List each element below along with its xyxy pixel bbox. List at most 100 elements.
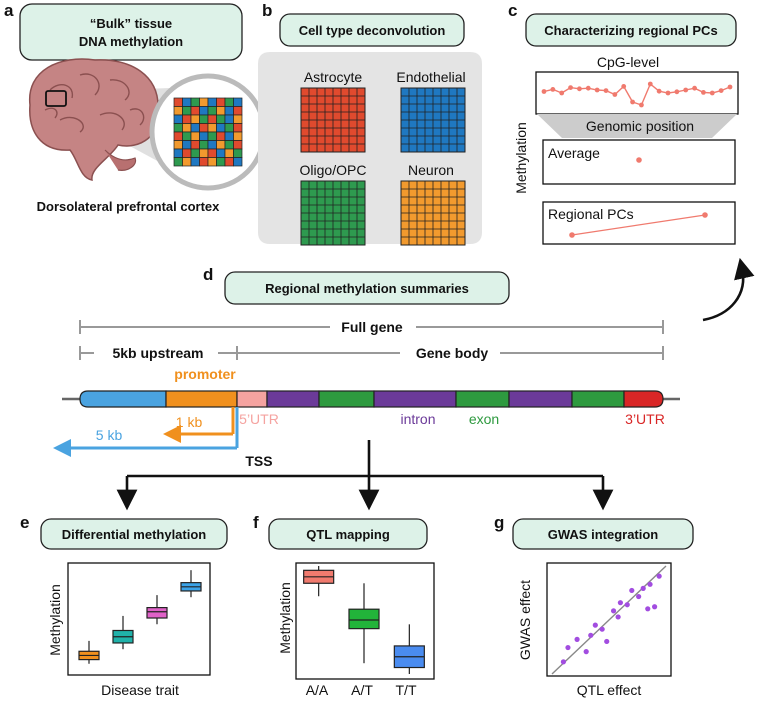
five-kb-label: 5 kb xyxy=(96,427,123,443)
mixed-cell xyxy=(182,157,192,167)
scatter-point xyxy=(592,622,598,628)
cell-label-neuron: Neuron xyxy=(408,162,454,178)
upstream-label: 5kb upstream xyxy=(112,345,203,361)
cpg-point xyxy=(727,84,733,90)
mixed-cell xyxy=(207,123,217,133)
mixed-cell xyxy=(216,97,226,107)
mixed-cell xyxy=(190,97,200,107)
cpg-point xyxy=(709,90,715,96)
mixed-cell xyxy=(233,106,243,116)
panel-f: f QTL mapping Methylation A/A A/T T/T xyxy=(253,513,435,698)
cpg-point xyxy=(639,102,644,108)
cpg-point xyxy=(692,85,697,91)
mixed-cell xyxy=(199,97,209,107)
regional-pc-point-1 xyxy=(569,232,575,238)
mixed-cell xyxy=(173,114,183,124)
cell-label-astrocyte: Astrocyte xyxy=(304,69,363,85)
panel-b-title: Cell type deconvolution xyxy=(299,23,446,38)
mixed-cell xyxy=(233,140,243,150)
segment-3utr xyxy=(623,390,664,408)
cell-grid-neuron xyxy=(400,180,466,246)
cpg-point xyxy=(585,85,591,91)
cell-grid-endothelial xyxy=(400,87,466,153)
panel-e-title-box xyxy=(40,518,228,550)
cpg-point xyxy=(621,84,627,89)
mixed-cell xyxy=(190,148,200,158)
mixed-cell xyxy=(190,114,200,124)
mixed-cell xyxy=(182,106,192,116)
panel-letter-e: e xyxy=(20,513,29,532)
cell-grid-astrocyte xyxy=(300,87,366,153)
regional-pc-line xyxy=(571,214,706,236)
segment-exon-1 xyxy=(318,390,375,408)
scatter-point xyxy=(604,638,610,645)
boxplot-box xyxy=(348,608,380,630)
mixed-cell xyxy=(207,140,217,150)
cpg-point xyxy=(559,90,565,96)
cpg-point xyxy=(683,87,689,93)
mixed-cell xyxy=(233,148,243,158)
panel-a-caption: Dorsolateral prefrontal cortex xyxy=(37,199,221,214)
mixed-cell xyxy=(224,106,234,116)
panel-e-boxplots xyxy=(78,570,202,664)
mixed-cell xyxy=(190,131,200,141)
mixed-cell xyxy=(216,148,226,158)
cpg-point xyxy=(541,89,547,94)
average-label: Average xyxy=(548,145,600,161)
scatter-point xyxy=(656,573,662,579)
exon-label: exon xyxy=(469,411,499,427)
panel-a-title-line1: “Bulk” tissue xyxy=(90,16,172,31)
mixed-cell xyxy=(190,123,200,133)
panel-e: e Differential methylation Methylation D… xyxy=(20,513,228,698)
mixed-cell xyxy=(173,123,183,133)
panel-f-cat-3: T/T xyxy=(396,682,417,698)
mixed-cell xyxy=(216,114,226,124)
segment-promoter xyxy=(165,390,238,408)
mixed-cell xyxy=(224,123,234,133)
panel-g: g GWAS integration GWAS effect QTL effec… xyxy=(494,513,694,698)
mixed-cell xyxy=(199,106,209,116)
panel-f-cat-1: A/A xyxy=(306,682,329,698)
scatter-point xyxy=(640,585,646,592)
panel-e-xlabel: Disease trait xyxy=(101,682,179,698)
mixed-cell xyxy=(224,157,234,167)
mixed-cell-grid xyxy=(173,97,243,167)
mixed-cell xyxy=(233,114,243,124)
scatter-point xyxy=(588,632,594,638)
scatter-point xyxy=(629,587,635,594)
panel-letter-d: d xyxy=(203,265,213,284)
mixed-cell xyxy=(207,131,217,141)
panel-g-xlabel: QTL effect xyxy=(577,682,642,698)
utr3-label: 3’UTR xyxy=(625,411,665,427)
panel-g-ylabel: GWAS effect xyxy=(517,580,533,660)
segment-intron-2 xyxy=(373,390,457,408)
mixed-cell xyxy=(233,97,243,107)
boxplot xyxy=(393,624,425,674)
scatter-point xyxy=(647,581,653,587)
mixed-cell xyxy=(224,140,234,150)
panel-b: b Cell type deconvolution Astrocyte Endo… xyxy=(258,1,482,246)
mixed-cell xyxy=(224,114,234,124)
mixed-cell xyxy=(173,148,183,158)
scatter-point xyxy=(610,608,617,614)
cpg-point xyxy=(550,87,556,92)
panel-f-ylabel: Methylation xyxy=(277,582,293,654)
mixed-cell xyxy=(190,157,200,167)
boxplot xyxy=(303,566,335,597)
one-kb-label: 1 kb xyxy=(176,414,203,430)
mixed-cell xyxy=(173,106,183,116)
scatter-point xyxy=(615,614,621,620)
mixed-cell xyxy=(199,123,209,133)
cpg-point xyxy=(594,87,600,93)
cpg-point xyxy=(665,90,671,96)
panel-c-ylabel: Methylation xyxy=(513,122,529,194)
scatter-point xyxy=(636,593,642,600)
genomic-position-label: Genomic position xyxy=(586,118,694,134)
cell-type-grids xyxy=(300,87,466,246)
segment-exon-2 xyxy=(455,390,510,408)
mixed-cell xyxy=(207,106,217,116)
panel-e-ylabel: Methylation xyxy=(47,584,63,656)
cpg-point xyxy=(718,88,724,93)
regional-pc-point-2 xyxy=(702,212,708,218)
